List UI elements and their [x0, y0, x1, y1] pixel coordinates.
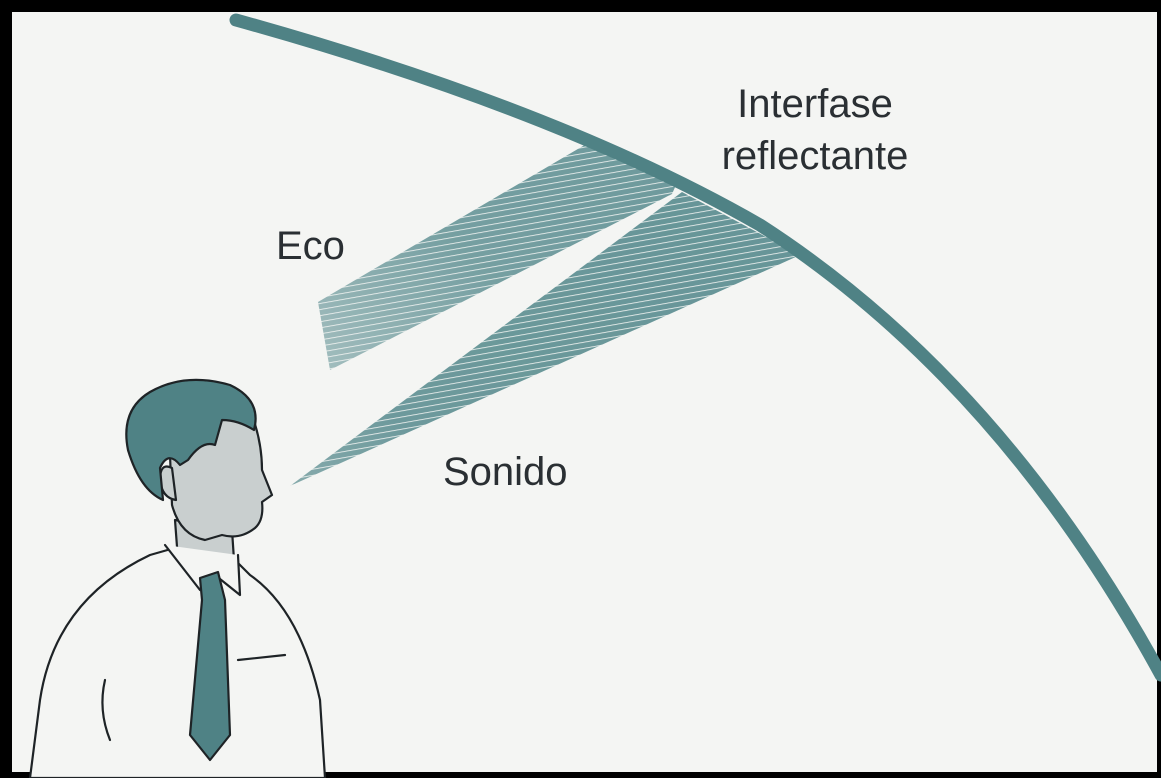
person-figure	[28, 378, 327, 778]
person-pocket-line	[236, 653, 287, 662]
interface-label-line2: reflectante	[721, 134, 909, 178]
interface-label: Interfase reflectante	[710, 78, 920, 182]
interface-label-line1: Interfase	[737, 82, 893, 126]
echo-label: Eco	[276, 224, 345, 268]
echo-beam	[318, 143, 676, 370]
beam-gap	[360, 190, 684, 370]
person-arm-line	[101, 678, 112, 742]
sound-beam	[290, 192, 800, 486]
person-hair	[125, 378, 257, 502]
sound-label: Sonido	[443, 450, 568, 494]
person-tie	[188, 570, 232, 762]
reflecting-interface-arc	[229, 13, 1161, 682]
